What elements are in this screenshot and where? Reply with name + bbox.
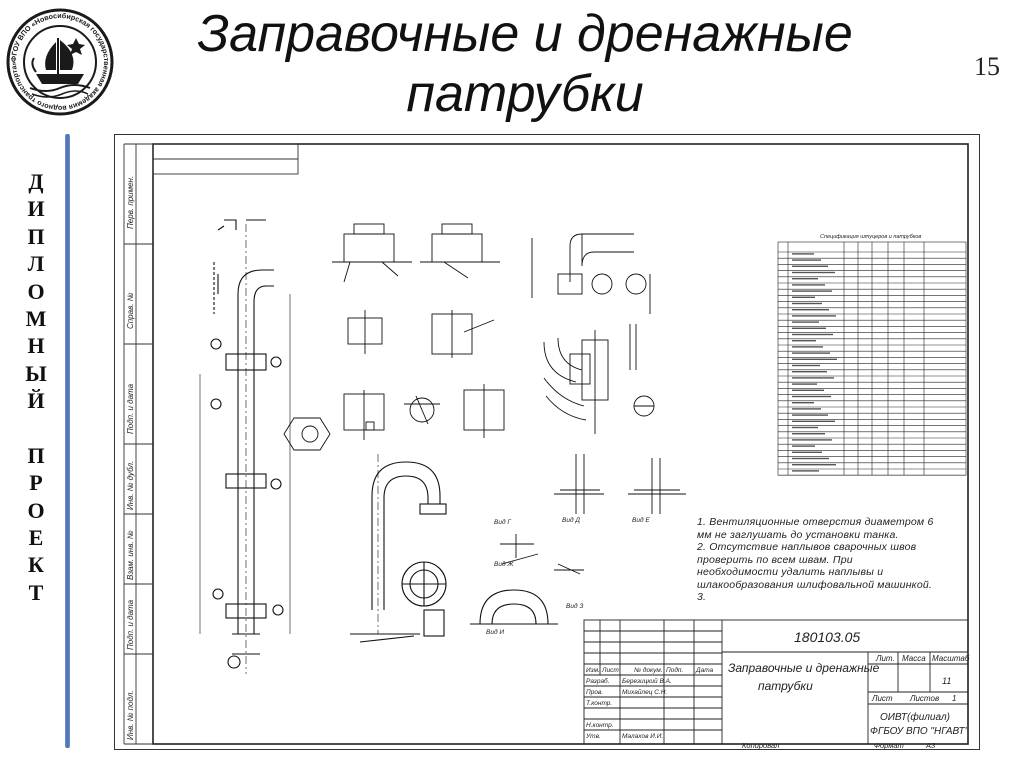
svg-text:ОИВТ(филиал): ОИВТ(филиал) (880, 711, 950, 723)
vertical-letter: К (28, 552, 44, 578)
svg-text:Инв. № подл.: Инв. № подл. (126, 690, 135, 740)
stamp-role: Утв. (585, 733, 601, 740)
vertical-letter: Ы (25, 360, 47, 386)
view-labels: Вид Г Вид Д Вид Е Вид Ж Вид З Вид И (486, 516, 650, 636)
svg-text:А3: А3 (925, 741, 936, 750)
svg-text:Масштаб: Масштаб (932, 654, 970, 663)
section-views-middle (543, 324, 655, 434)
stamp-header-cell: Подп. (666, 666, 683, 674)
vertical-letter (18, 415, 54, 442)
note-3: 3. (697, 591, 707, 603)
vertical-letter: Р (29, 470, 43, 496)
svg-text:Вид Ж: Вид Ж (494, 560, 514, 568)
vertical-letter: О (27, 497, 45, 523)
svg-text:Подп. и дата: Подп. и дата (126, 383, 135, 434)
slide-title-line1: Заправочные и дренажные (197, 5, 853, 63)
stamp-role: Изм. (586, 667, 600, 674)
slide-title-line2: патрубки (406, 65, 644, 123)
vertical-letter: П (27, 223, 45, 249)
main-pipe-view (199, 219, 291, 674)
section-views-top (332, 223, 651, 440)
svg-text:Копировал: Копировал (742, 741, 780, 750)
title-block-text: 180103.05 Заправочные и дренажные патруб… (585, 629, 970, 750)
svg-text:Лит.: Лит. (875, 654, 895, 663)
vertical-letter: Н (27, 333, 45, 359)
svg-text:Перв. примен.: Перв. примен. (126, 176, 135, 229)
vertical-letter: М (25, 305, 47, 331)
stamp-person: Малахов И.И. (622, 733, 663, 740)
stamp-name-line1: Заправочные и дренажные (728, 661, 880, 675)
vertical-letter: Т (28, 579, 44, 605)
svg-text:Подп. и дата: Подп. и дата (126, 599, 135, 650)
spec-table (777, 241, 967, 476)
stamp-person: Березицкий В.А. (622, 677, 672, 685)
vertical-letter: П (27, 442, 45, 468)
stamp-header-cell: № докум. (634, 666, 663, 674)
vertical-letter: Й (27, 388, 45, 414)
svg-text:Вид З: Вид З (566, 602, 583, 610)
note-1: 1. Вентиляционные отверстия диаметром 6 … (697, 516, 934, 541)
stamp-header-cell: Лист (601, 667, 619, 674)
svg-text:Вид Д: Вид Д (562, 516, 580, 524)
svg-text:Формат: Формат (874, 741, 904, 750)
title-block (583, 619, 969, 745)
page-number: 15 (974, 52, 1000, 81)
detail-views (283, 417, 686, 575)
stamp-name-line2: патрубки (758, 679, 813, 693)
drawing-canvas: Перв. примен. Справ. № Подп. и дата Инв.… (114, 134, 980, 750)
svg-text:Вид И: Вид И (486, 628, 504, 636)
spec-table-title: Спецификация штуцеров и патрубков (820, 234, 921, 240)
stamp-role: Т.контр. (586, 700, 612, 707)
academy-logo: ФГОУ ВПО «Новосибирская государственная … (6, 8, 114, 116)
svg-text:Вид Г: Вид Г (494, 518, 511, 526)
svg-text:Инв. № дубл.: Инв. № дубл. (126, 461, 135, 510)
stamp-role: Пров. (586, 689, 603, 696)
svg-text:Вид Е: Вид Е (632, 516, 650, 524)
stamp-header-cell: Дата (695, 667, 714, 674)
u-bend-view (350, 454, 558, 643)
vertical-letter: Л (27, 251, 45, 277)
note-2: 2. Отсутствие наплывов сварочных швов пр… (697, 541, 933, 591)
slide-title: Заправочные и дренажные патрубки (130, 4, 920, 124)
stamp-role: Разраб. (586, 677, 610, 685)
svg-text:Листов: Листов (909, 694, 939, 703)
svg-text:Взам. инв. №: Взам. инв. № (126, 530, 135, 580)
vertical-letter: Д (28, 169, 44, 194)
vertical-letter: О (27, 278, 45, 304)
vertical-letter: Е (28, 525, 44, 551)
svg-text:11: 11 (942, 676, 951, 686)
stamp-person: Михайлец С.Н. (622, 688, 667, 696)
stamp-doc-code: 180103.05 (794, 629, 860, 645)
technical-drawing: Перв. примен. Справ. № Подп. и дата Инв.… (114, 134, 980, 750)
blue-accent-bar (65, 134, 70, 748)
svg-text:Справ. №: Справ. № (126, 292, 135, 329)
side-strip-labels: Перв. примен. Справ. № Подп. и дата Инв.… (126, 176, 135, 740)
stamp-role: Н.контр. (586, 722, 614, 729)
svg-text:ФГБОУ ВПО "НГАВТ": ФГБОУ ВПО "НГАВТ" (870, 726, 969, 737)
svg-text:Масса: Масса (902, 654, 926, 663)
svg-text:1: 1 (952, 694, 956, 703)
svg-text:Лист: Лист (871, 694, 893, 703)
drawing-notes: 1. Вентиляционные отверстия диаметром 6 … (697, 516, 935, 604)
vertical-letter: И (27, 196, 45, 222)
side-strip (123, 143, 299, 745)
